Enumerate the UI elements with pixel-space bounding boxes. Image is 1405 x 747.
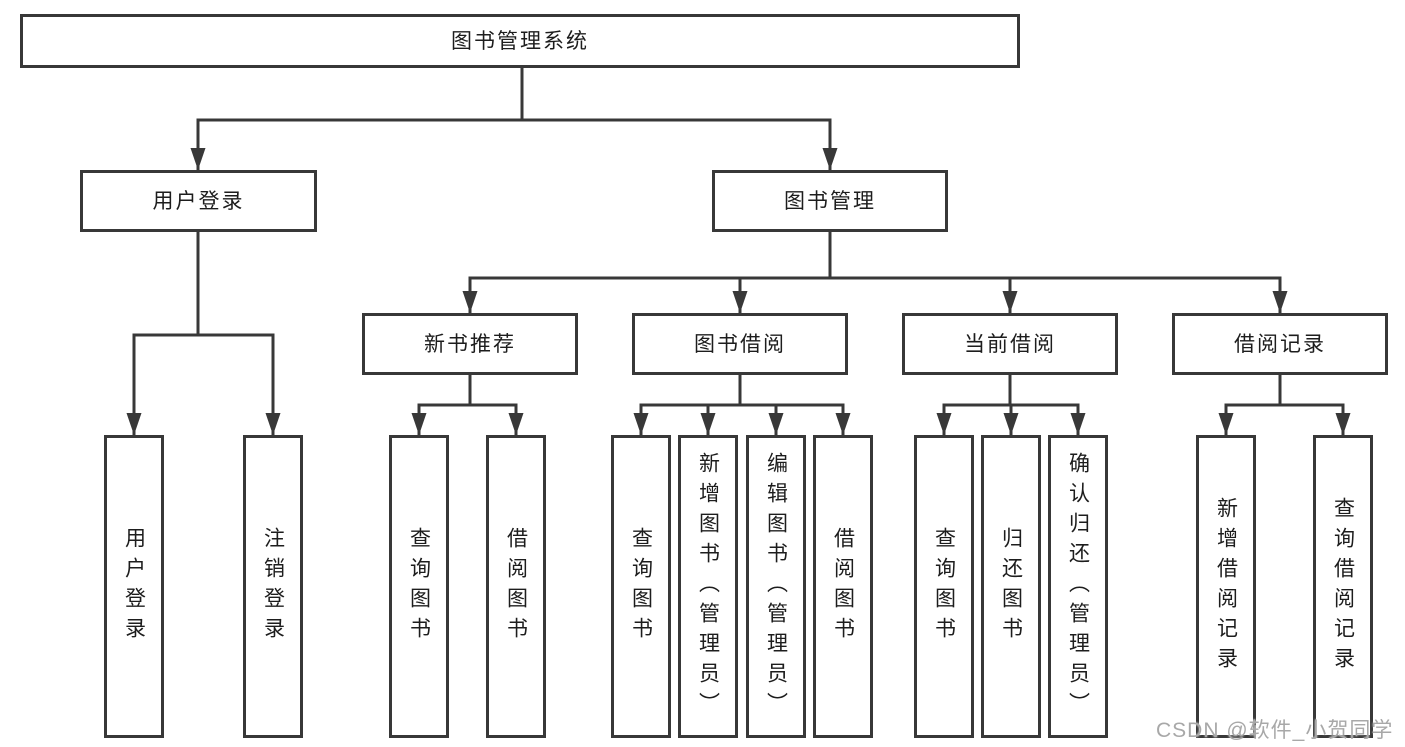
leaf-label: 用户登录 bbox=[122, 526, 146, 647]
leaf-label: 查询图书 bbox=[407, 526, 431, 647]
node-current-borrowing: 当前借阅 bbox=[902, 313, 1118, 375]
leaf-label: 新增图书（管理员） bbox=[696, 451, 720, 722]
leaf-logout-login: 注销登录 bbox=[243, 435, 303, 738]
leaf-label: 确认归还（管理员） bbox=[1066, 451, 1090, 722]
leaf-label: 借阅图书 bbox=[504, 526, 528, 647]
leaf-query-borrow-record: 查询借阅记录 bbox=[1313, 435, 1373, 738]
leaf-return-books: 归还图书 bbox=[981, 435, 1041, 738]
leaf-add-books-admin: 新增图书（管理员） bbox=[678, 435, 738, 738]
leaf-add-borrow-record: 新增借阅记录 bbox=[1196, 435, 1256, 738]
leaf-label: 归还图书 bbox=[999, 526, 1023, 647]
leaf-borrow-books-recommend: 借阅图书 bbox=[486, 435, 546, 738]
node-book-management: 图书管理 bbox=[712, 170, 948, 232]
node-new-book-recommendation: 新书推荐 bbox=[362, 313, 578, 375]
node-user-login: 用户登录 bbox=[80, 170, 317, 232]
connector-new-book-recommendation-children bbox=[411, 373, 524, 435]
connector-book-borrowing-children bbox=[633, 373, 851, 435]
leaf-user-login: 用户登录 bbox=[104, 435, 164, 738]
leaf-label: 查询借阅记录 bbox=[1331, 496, 1355, 677]
leaf-label: 借阅图书 bbox=[831, 526, 855, 647]
leaf-label: 编辑图书（管理员） bbox=[764, 451, 788, 722]
csdn-watermark: CSDN @软件_小贺同学 bbox=[1156, 719, 1394, 742]
leaf-label: 查询图书 bbox=[932, 526, 956, 647]
leaf-confirm-return-admin: 确认归还（管理员） bbox=[1048, 435, 1108, 738]
node-library-management-system: 图书管理系统 bbox=[20, 14, 1020, 68]
leaf-label: 新增借阅记录 bbox=[1214, 496, 1238, 677]
node-borrowing-records: 借阅记录 bbox=[1172, 313, 1388, 375]
leaf-label: 查询图书 bbox=[629, 526, 653, 647]
leaf-query-books-current: 查询图书 bbox=[914, 435, 974, 738]
leaf-label: 注销登录 bbox=[261, 526, 285, 647]
leaf-borrow-books-borrowing: 借阅图书 bbox=[813, 435, 873, 738]
node-book-borrowing: 图书借阅 bbox=[632, 313, 848, 375]
leaf-edit-books-admin: 编辑图书（管理员） bbox=[746, 435, 806, 738]
connector-user-login-children bbox=[126, 230, 281, 435]
connector-root-to-level2 bbox=[190, 66, 838, 170]
connector-borrowing-records-children bbox=[1218, 373, 1351, 435]
leaf-query-books-borrowing: 查询图书 bbox=[611, 435, 671, 738]
connector-book-management-children bbox=[462, 230, 1288, 313]
connector-current-borrowing-children bbox=[936, 373, 1086, 435]
leaf-query-books-recommend: 查询图书 bbox=[389, 435, 449, 738]
